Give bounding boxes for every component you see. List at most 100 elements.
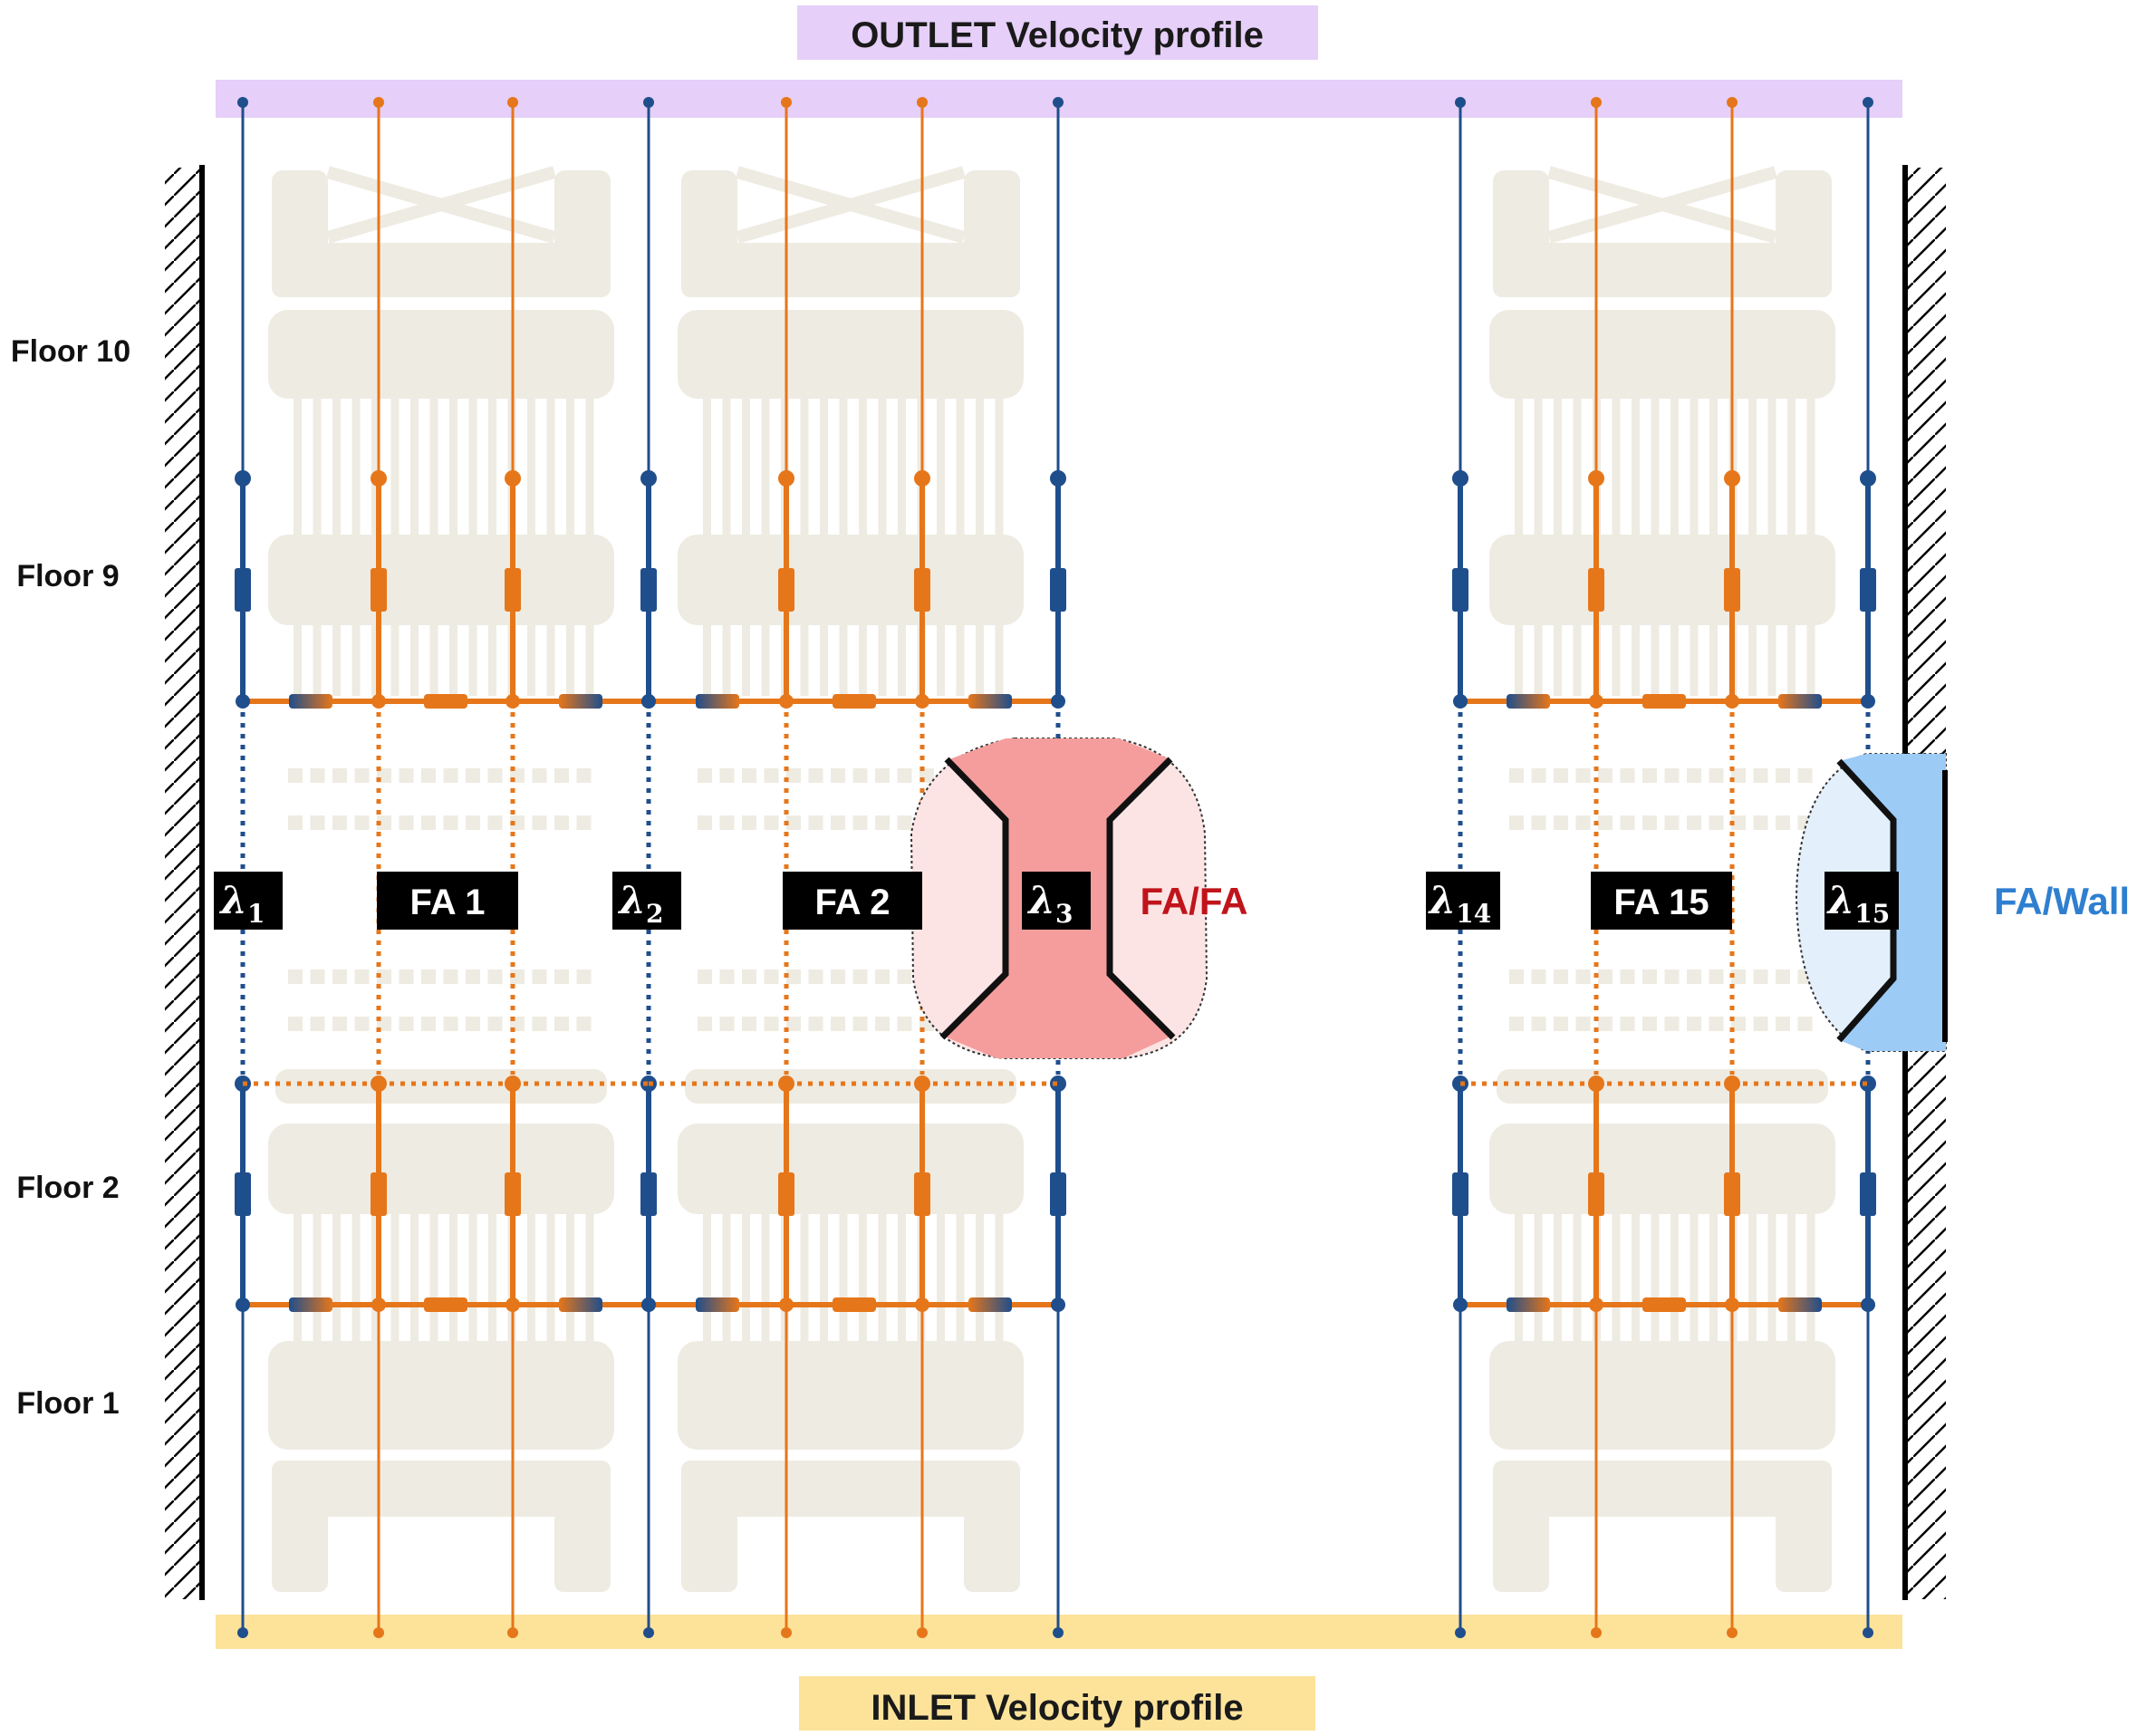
rod-cut-mark	[399, 768, 414, 783]
rod-cut-mark	[332, 969, 347, 984]
floor-node	[1588, 470, 1604, 487]
fa-2-label: FA 2	[815, 882, 891, 922]
rod-cut-mark	[1664, 969, 1680, 984]
rod-cut-mark	[487, 1017, 503, 1031]
lambda-15-label: λ15	[1826, 878, 1890, 929]
outlet-label: OUTLET Velocity profile	[851, 15, 1264, 55]
rod-upper	[410, 399, 419, 539]
rod-lower	[429, 1214, 438, 1341]
lambda-2-subscript: 2	[646, 899, 663, 929]
rod-lower	[468, 1214, 477, 1341]
inlet-node	[1591, 1627, 1602, 1638]
rod-mid	[742, 623, 750, 696]
rod-cut-mark	[332, 768, 347, 783]
rod-mid	[332, 623, 341, 696]
rod-cut-mark	[1687, 815, 1701, 830]
rod-cut-mark	[1642, 768, 1657, 783]
spacer-grid-3	[268, 1124, 614, 1214]
rod-cut-mark	[698, 768, 712, 783]
rod-cut-mark	[576, 1017, 592, 1031]
fa-1-label-box	[377, 872, 518, 930]
rod-cut-mark	[831, 815, 845, 830]
rod-cut-mark	[1709, 969, 1724, 984]
inlet-node	[373, 1627, 384, 1638]
rod-cut-mark	[786, 1017, 801, 1031]
rod-cut-mark	[897, 768, 912, 783]
rod-cut-mark	[875, 1017, 890, 1031]
rod-lower	[332, 1214, 341, 1341]
rod-lower	[1534, 1214, 1543, 1341]
rod-cut-mark	[1709, 1017, 1724, 1031]
inlet-node	[1455, 1627, 1466, 1638]
lambda-3-subscript: 3	[1055, 899, 1073, 929]
rod-cut-mark	[466, 969, 480, 984]
rod-mid	[449, 623, 457, 696]
inlet-node	[643, 1627, 654, 1638]
rod-lower	[703, 1214, 711, 1341]
junction-node	[1051, 1297, 1065, 1312]
rod-lower	[839, 1214, 848, 1341]
lambda-1-label: λ1	[219, 878, 265, 929]
lower-grid-top	[1497, 1069, 1828, 1104]
bottom-nozzle-right	[1776, 1461, 1832, 1592]
rod-upper	[390, 399, 400, 539]
junction-node	[236, 694, 250, 709]
fuel-assembly-drawing-3	[1489, 166, 1835, 1592]
junction-node	[779, 1297, 794, 1312]
axial-resistance	[1860, 1172, 1876, 1216]
axial-resistance	[1050, 1172, 1066, 1216]
rod-cut-mark	[1642, 815, 1657, 830]
outlet-node	[1053, 97, 1064, 108]
rod-cut-mark	[1687, 1017, 1701, 1031]
rod-cut-mark	[1687, 969, 1701, 984]
rod-upper	[937, 399, 945, 539]
floor-node	[1050, 1075, 1066, 1092]
inlet-node	[917, 1627, 928, 1638]
lateral-resistance	[1778, 1297, 1822, 1312]
rod-cut-mark	[1575, 969, 1591, 984]
rod-upper	[995, 399, 1004, 539]
rod-upper	[488, 399, 496, 539]
rod-lower	[800, 1214, 809, 1341]
rod-mid	[429, 623, 438, 696]
outlet-node	[643, 97, 654, 108]
rod-lower	[488, 1214, 496, 1341]
rod-lower	[859, 1214, 867, 1341]
rod-cut-mark	[421, 815, 436, 830]
rod-cut-mark	[764, 1017, 779, 1031]
rod-upper	[585, 399, 594, 539]
lateral-resistance	[1642, 1297, 1686, 1312]
floor-node	[235, 470, 251, 487]
inlet-label: INLET Velocity profile	[871, 1688, 1243, 1728]
floor-node	[914, 470, 930, 487]
spacer-grid-bottom	[268, 1341, 614, 1450]
bottom-nozzle-right	[964, 1461, 1020, 1592]
rod-upper	[1787, 399, 1796, 539]
fa-wall-label: FA/Wall	[1994, 880, 2130, 922]
rod-cut-mark	[1731, 1017, 1746, 1031]
rod-cut-mark	[1598, 768, 1613, 783]
lambda-14-label: λ14	[1428, 878, 1491, 929]
rod-lower	[1748, 1214, 1757, 1341]
rod-mid	[800, 623, 809, 696]
spacer-grid-3	[678, 1124, 1024, 1214]
rod-mid	[995, 623, 1004, 696]
spacer-grid-1	[268, 310, 614, 399]
floor-node	[1860, 470, 1876, 487]
rod-cut-mark	[354, 1017, 370, 1031]
rod-upper	[976, 399, 984, 539]
rod-upper	[1554, 399, 1562, 539]
junction-node	[1453, 1297, 1468, 1312]
rod-cut-mark	[698, 969, 712, 984]
junction-node	[1861, 1297, 1875, 1312]
rod-cut-mark	[764, 969, 779, 984]
bottom-nozzle-top	[681, 1461, 1020, 1517]
rod-cut-mark	[1575, 768, 1591, 783]
rod-cut-mark	[1554, 969, 1568, 984]
floor-node	[1452, 470, 1468, 487]
rod-cut-mark	[310, 815, 325, 830]
rod-upper	[1534, 399, 1543, 539]
lambda-15-label-box	[1824, 872, 1899, 930]
rod-cut-mark	[1620, 969, 1635, 984]
